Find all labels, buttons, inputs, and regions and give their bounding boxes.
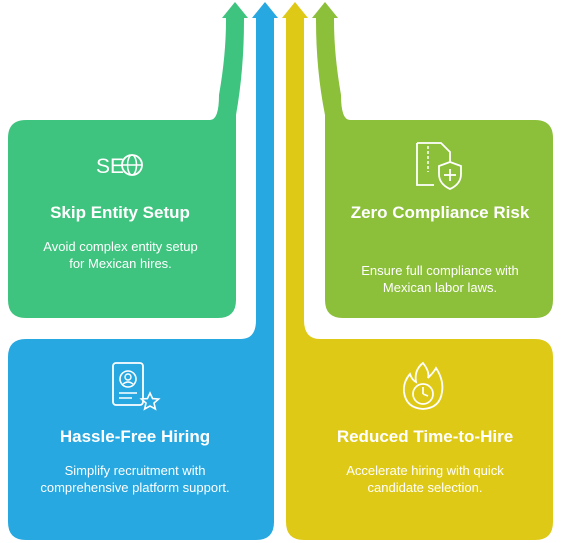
blue-card-shape xyxy=(8,18,274,540)
card-desc-zero-compliance-risk: Ensure full compliance with Mexican labo… xyxy=(361,263,519,295)
document-shield-icon xyxy=(414,140,464,192)
yellow-card-shape xyxy=(286,18,553,540)
card-title-zero-compliance-risk: Zero Compliance Risk xyxy=(350,203,530,222)
card-title-reduced-time-to-hire: Reduced Time-to-Hire xyxy=(336,427,514,446)
olive-card-shape xyxy=(316,18,553,318)
blue-arrow-head xyxy=(252,2,278,18)
green-card-shape xyxy=(8,18,244,318)
card-desc-skip-entity-setup: Avoid complex entity setup for Mexican h… xyxy=(43,239,198,271)
seo-globe-icon: SE xyxy=(96,150,150,180)
seo-icon-text: SE xyxy=(96,155,124,178)
card-title-skip-entity-setup: Skip Entity Setup xyxy=(50,203,190,222)
green-arrow-head xyxy=(222,2,248,18)
card-desc-hassle-free-hiring: Simplify recruitment with comprehensive … xyxy=(40,463,230,495)
card-desc-reduced-time-to-hire: Accelerate hiring with quick candidate s… xyxy=(346,463,504,495)
yellow-arrow-head xyxy=(282,2,308,18)
card-title-hassle-free-hiring: Hassle-Free Hiring xyxy=(59,427,211,446)
fire-clock-icon xyxy=(400,360,446,412)
resume-star-icon xyxy=(110,360,162,412)
olive-arrow-head xyxy=(312,2,338,18)
